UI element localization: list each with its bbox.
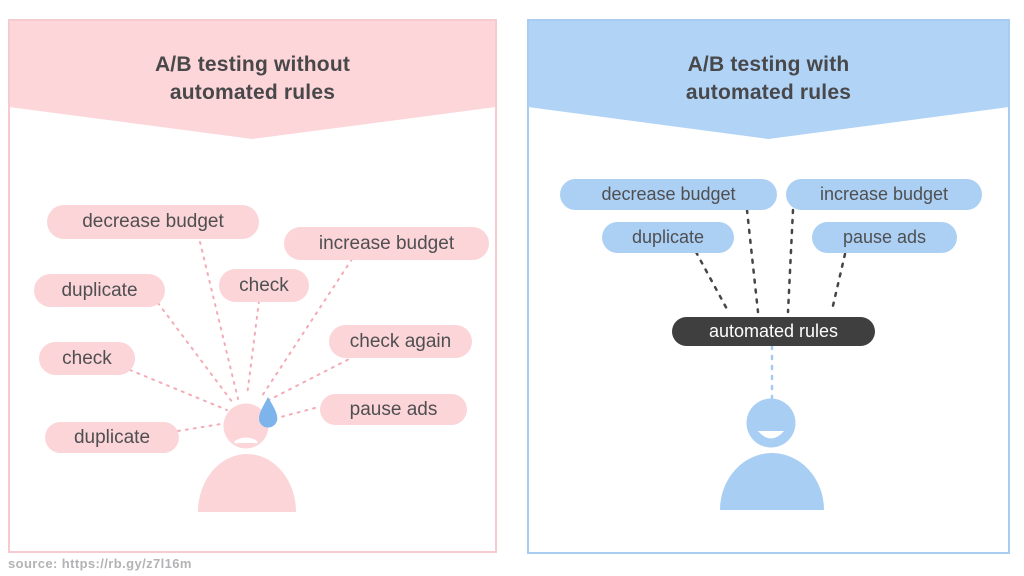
pill-check-2: check [39, 342, 135, 375]
automated-rules-hub-pill: automated rules [672, 317, 875, 346]
panel-header-without: A/B testing without automated rules [10, 21, 495, 139]
pill-duplicate-2: duplicate [45, 422, 179, 453]
pill-duplicate: duplicate [34, 274, 165, 307]
panel-title-line1: A/B testing with [687, 53, 850, 76]
pill-check-again: check again [329, 325, 472, 358]
panel-title-line2: automated rules [685, 81, 852, 104]
source-attribution: source: https://rb.gy/z7l16m [8, 556, 192, 571]
panel-without-automated-rules: A/B testing without automated rules decr… [8, 19, 497, 553]
pill-decrease-budget: decrease budget [47, 205, 259, 239]
pill-check: check [219, 269, 309, 302]
panel-header-with: A/B testing with automated rules [529, 21, 1008, 139]
pill-duplicate: duplicate [602, 222, 734, 253]
pill-decrease-budget: decrease budget [560, 179, 777, 210]
pill-increase-budget: increase budget [786, 179, 982, 210]
panel-title-line1: A/B testing without [154, 53, 351, 76]
panel-with-automated-rules: A/B testing with automated rules decreas… [527, 19, 1010, 554]
pill-pause-ads: pause ads [320, 394, 467, 425]
panel-title-line2: automated rules [169, 81, 336, 104]
pill-increase-budget: increase budget [284, 227, 489, 260]
pill-pause-ads: pause ads [812, 222, 957, 253]
